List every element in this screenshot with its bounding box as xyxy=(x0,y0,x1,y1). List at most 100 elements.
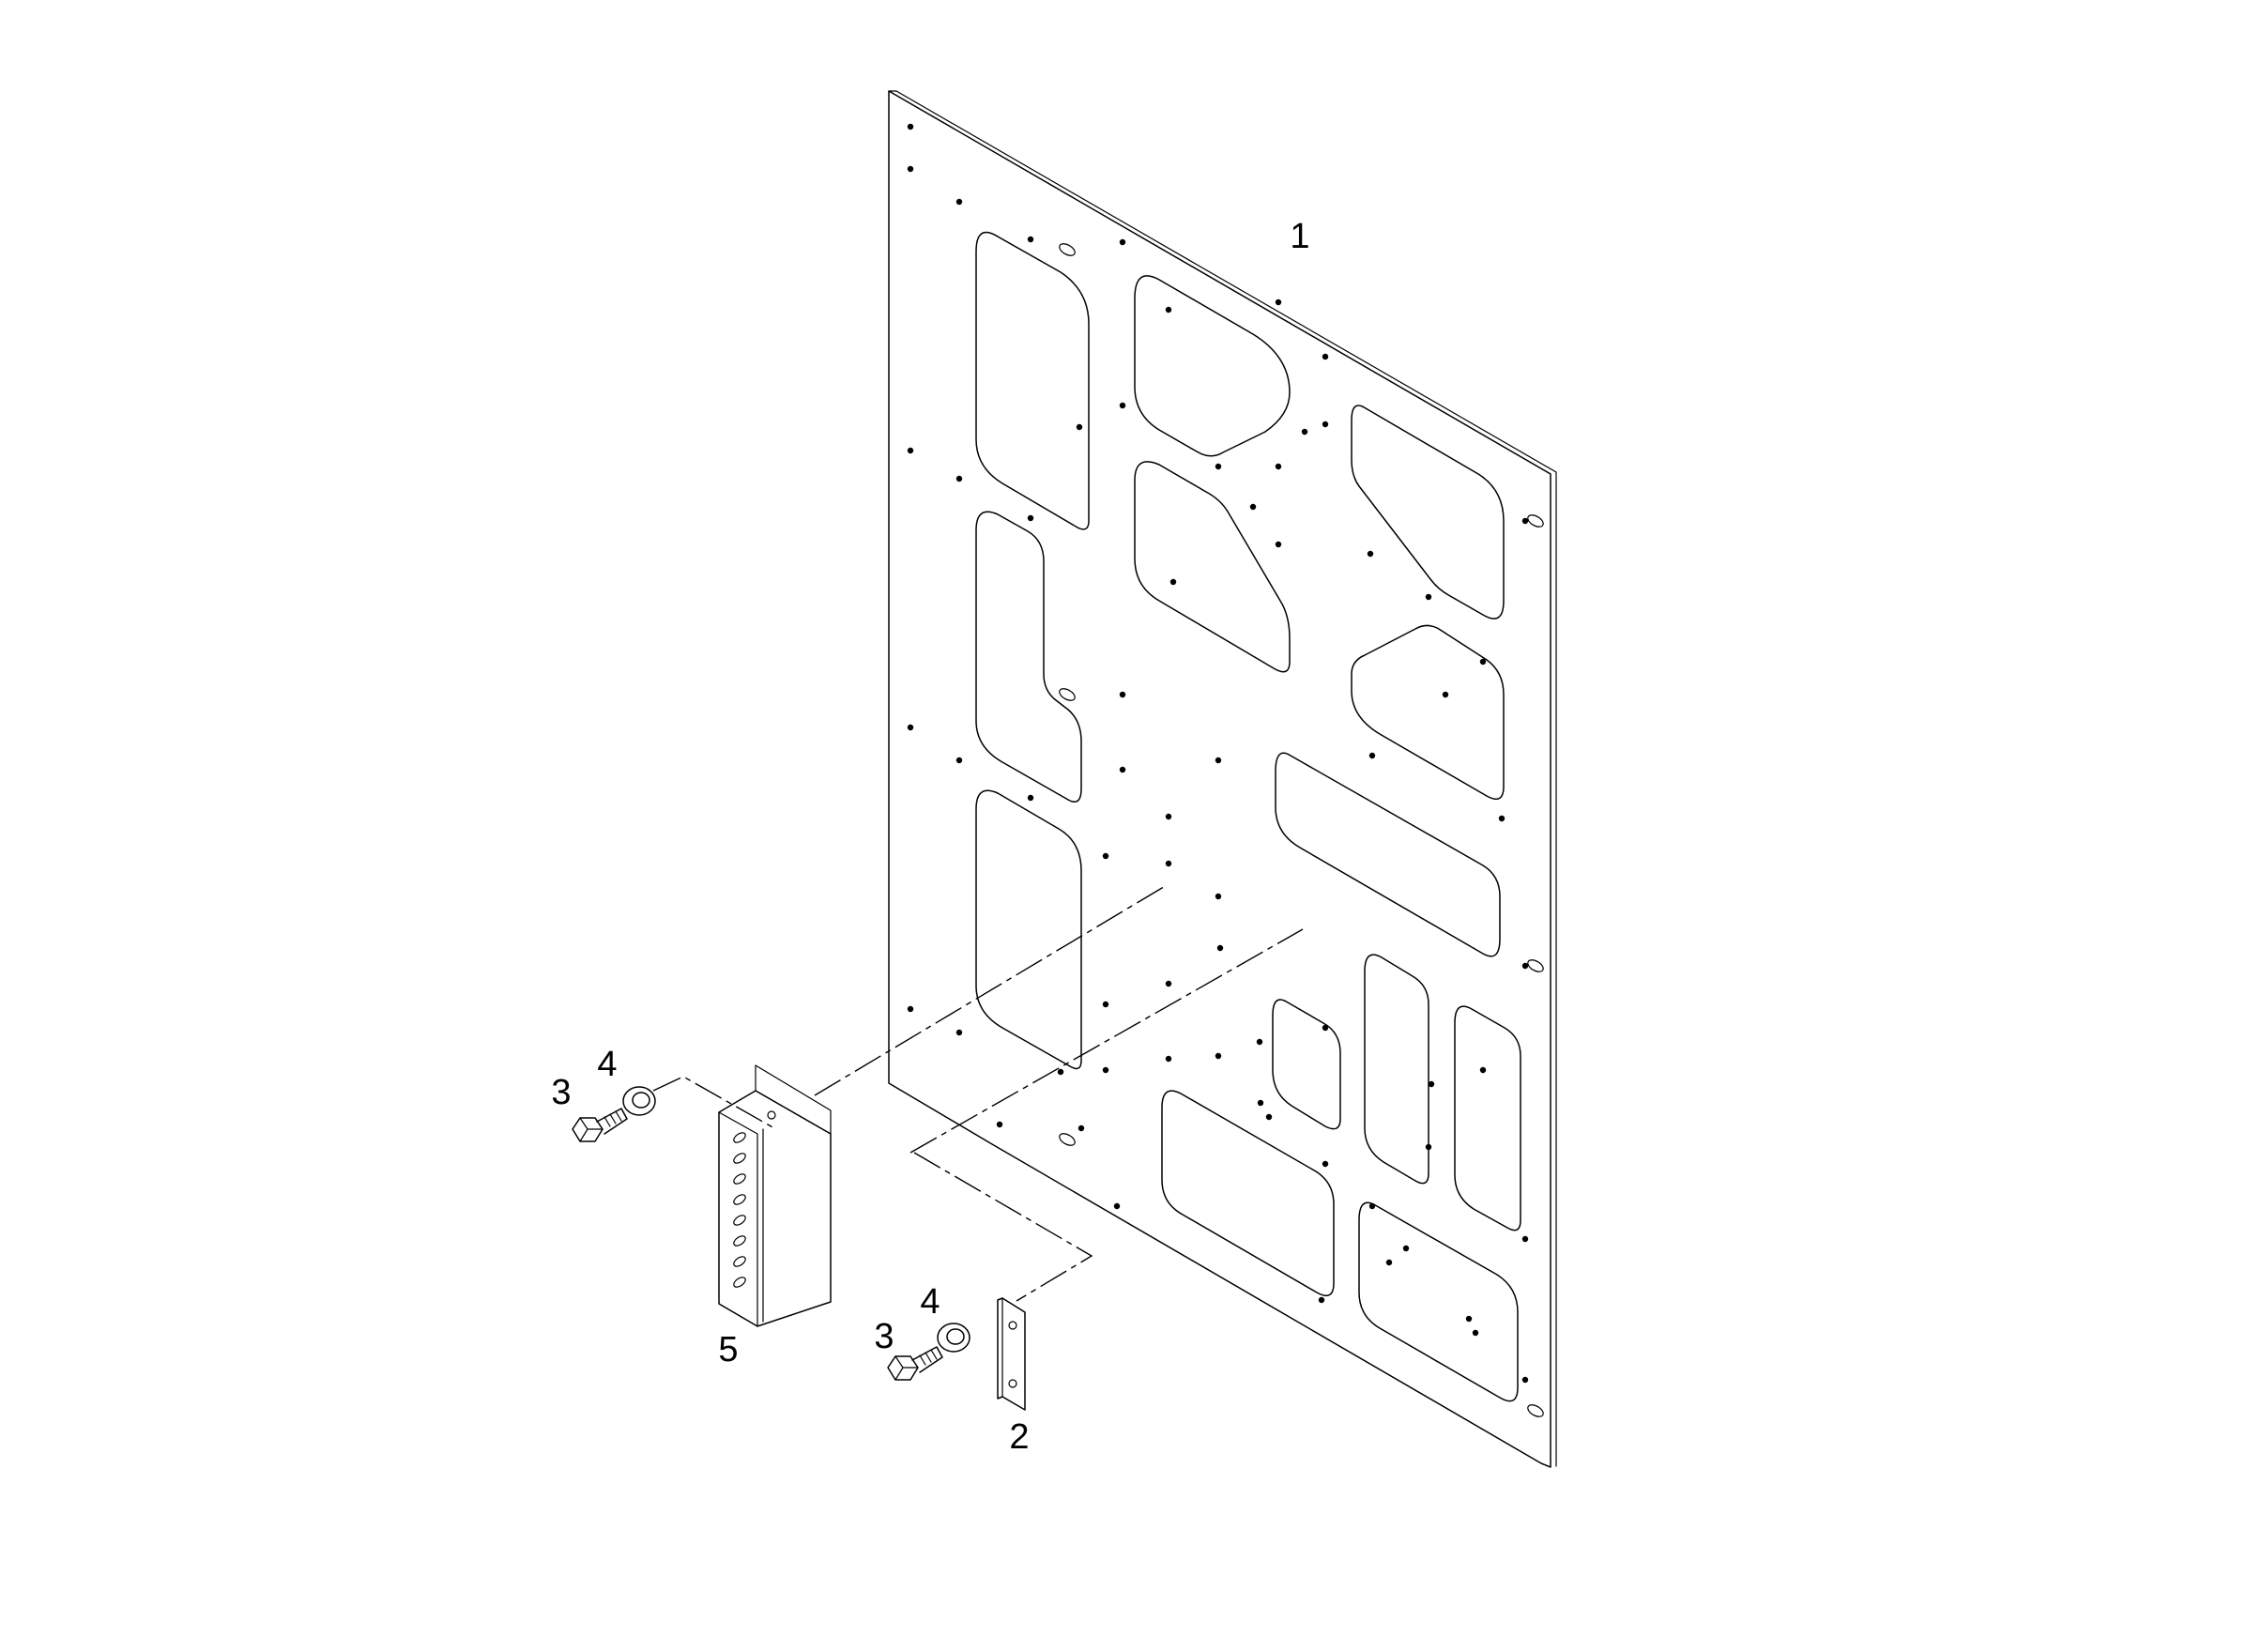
plate-hole xyxy=(1322,353,1329,360)
callout-washer-lower: 4 xyxy=(920,1282,940,1322)
assembly-leaders xyxy=(652,884,1304,1302)
plate-hole xyxy=(1322,1160,1329,1168)
cutout-m xyxy=(1358,1201,1519,1402)
cutout-f xyxy=(1351,405,1505,620)
callout-washer-upper: 4 xyxy=(597,1045,617,1084)
plate-hole xyxy=(1318,1296,1325,1304)
leader-clip xyxy=(913,1152,1093,1302)
plate-holes xyxy=(907,123,1529,1384)
washer-lower xyxy=(937,1323,971,1353)
clip-body xyxy=(997,1297,1026,1411)
plate-hole xyxy=(996,1121,1003,1128)
plate-hole xyxy=(1027,794,1034,802)
cutout-i xyxy=(1272,999,1341,1130)
callout-bracket: 5 xyxy=(718,1330,738,1369)
plate-hole xyxy=(1498,815,1505,822)
plate-hole xyxy=(1165,860,1172,867)
leader-bracket-lower xyxy=(909,928,1304,1154)
bracket xyxy=(718,1064,832,1327)
plate-hole xyxy=(1402,1245,1410,1252)
plate-hole xyxy=(1216,944,1224,952)
bracket-body xyxy=(718,1090,832,1327)
plate-hole xyxy=(1472,1329,1479,1337)
clip xyxy=(997,1297,1026,1411)
plate-hole xyxy=(1165,1055,1172,1063)
plate-hole xyxy=(1521,517,1529,525)
leader-washer-upper xyxy=(652,1076,775,1129)
plate-hole xyxy=(1165,980,1172,987)
plate-hole xyxy=(1257,1099,1264,1107)
bracket-slot xyxy=(733,1235,746,1247)
plate-hole xyxy=(1322,1024,1329,1032)
plate-hole xyxy=(1521,962,1529,970)
callout-bolt-lower: 3 xyxy=(874,1317,894,1356)
clip-hole-bottom xyxy=(1008,1379,1017,1388)
plate-hole xyxy=(907,724,914,731)
plate-hole xyxy=(1479,658,1487,665)
plate-hole xyxy=(1428,1080,1435,1088)
plate-hole xyxy=(1119,766,1126,773)
plate-slots xyxy=(1059,243,1544,1417)
bracket-flange xyxy=(755,1064,832,1135)
plate-hole xyxy=(1169,578,1177,586)
plate-hole xyxy=(1385,1259,1393,1266)
plate-hole xyxy=(955,757,963,764)
bracket-fold xyxy=(718,1090,832,1327)
plate-hole xyxy=(1275,463,1282,470)
plate-hole xyxy=(1102,852,1109,860)
bracket-slot xyxy=(733,1132,746,1143)
bracket-slot xyxy=(733,1256,746,1267)
cutout-b xyxy=(1134,275,1291,457)
bolt-lower xyxy=(887,1346,943,1381)
bracket-slot xyxy=(733,1194,746,1205)
cutout-g xyxy=(1351,624,1505,801)
plate-hole xyxy=(1113,1202,1121,1210)
cutout-k xyxy=(1454,1005,1521,1231)
plate-hole xyxy=(1249,503,1257,511)
plate-hole xyxy=(1301,428,1308,436)
plate-hole xyxy=(1256,1038,1263,1046)
bracket-slot xyxy=(733,1153,746,1164)
plate-hole xyxy=(1119,238,1126,246)
cutout-e xyxy=(975,789,1082,1070)
bracket-slots xyxy=(733,1132,746,1288)
plate-hole xyxy=(1165,813,1172,820)
plate-hole xyxy=(1215,463,1222,470)
callouts: 1 2 3 4 5 3 4 xyxy=(551,217,1309,1457)
plate-hole xyxy=(1027,514,1034,522)
callout-clip: 2 xyxy=(1009,1417,1029,1457)
back-plate xyxy=(888,90,1557,1468)
bracket-slot xyxy=(733,1277,746,1288)
plate-hole xyxy=(955,475,963,482)
plate-hole xyxy=(1275,541,1282,548)
plate-hole xyxy=(1102,1001,1109,1008)
plate-hole xyxy=(1465,1315,1473,1323)
cutout-a xyxy=(975,231,1090,530)
callout-bolt-upper: 3 xyxy=(551,1073,571,1112)
plate-hole xyxy=(1265,1113,1273,1121)
plate-hole xyxy=(1078,1124,1085,1132)
bracket-slot xyxy=(733,1215,746,1226)
plate-hole xyxy=(955,1029,963,1036)
plate-hole xyxy=(1425,593,1432,601)
cutout-d xyxy=(975,511,1082,803)
plate-hole xyxy=(1521,1235,1529,1243)
plate-hole xyxy=(1215,757,1222,764)
plate-hole xyxy=(955,198,963,206)
plate-hole xyxy=(907,123,914,130)
plate-hole xyxy=(1367,550,1374,558)
plate-hole xyxy=(1057,1068,1064,1076)
plate-hole xyxy=(1119,402,1126,409)
cutout-h xyxy=(1275,752,1501,957)
plate-hole xyxy=(1076,423,1083,431)
callout-plate: 1 xyxy=(1290,217,1309,256)
plate-hole xyxy=(1521,1376,1529,1384)
clip-hole-top xyxy=(1008,1321,1017,1330)
bracket-slot xyxy=(733,1173,746,1185)
plate-hole xyxy=(1479,1066,1487,1074)
cutout-j xyxy=(1364,954,1429,1185)
plate-hole xyxy=(1275,298,1282,306)
plate-outline xyxy=(888,90,1551,1468)
plate-hole xyxy=(1442,691,1449,698)
